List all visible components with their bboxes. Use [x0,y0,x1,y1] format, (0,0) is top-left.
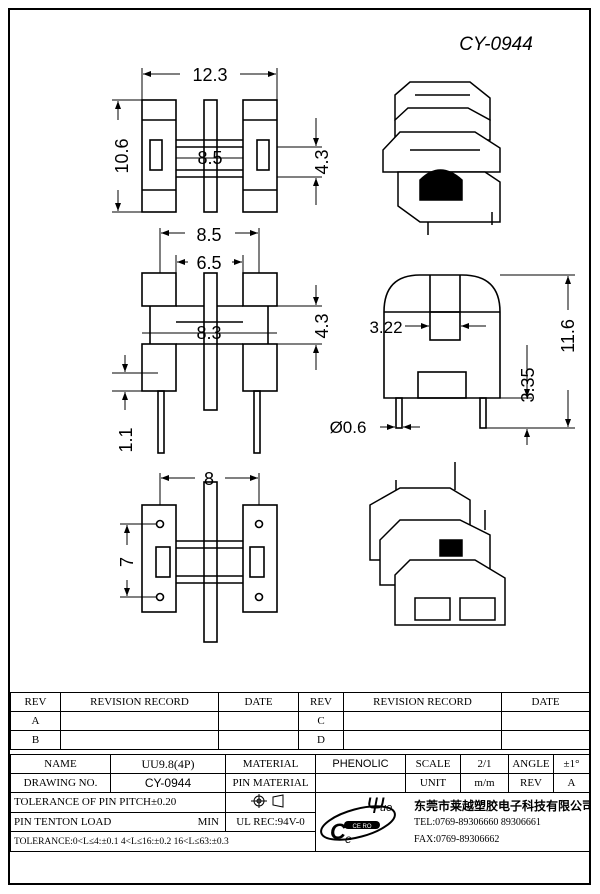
drawing-no-value: CY-0944 [110,773,226,793]
dim-side-height: 11.6 [558,319,578,353]
revision-record-header-2: REVISION RECORD [343,692,502,712]
company-fax: FAX:0769-89306662 [414,834,500,845]
company-block: C e Ψ ue CE RO 东莞市莱越塑胶电子科技有限公司 TEL:0769-… [315,792,590,852]
scale-label: SCALE [405,754,461,774]
date-header: DATE [218,692,299,712]
dim-side-slot: 3.22 [369,318,402,337]
revision-record-cell [60,730,219,750]
projection-icon [250,793,283,808]
rev-label: REV [508,773,554,793]
pin-tension-unit: MIN [197,815,219,828]
rev-value: A [553,773,590,793]
date-cell [501,711,590,731]
unit-value: m/m [460,773,509,793]
rev-header-2: REV [298,692,344,712]
revision-table: REV REVISION RECORD DATE REV REVISION RE… [10,692,590,750]
drawing-no-label: DRAWING NO. [10,773,111,793]
date-cell [501,730,590,750]
unit-label: UNIT [405,773,461,793]
dim-top-height: 10.6 [112,138,132,173]
dim-bottom-height: 7 [117,557,137,567]
pin-material-label: PIN MATERIAL [225,773,316,793]
scale-value: 2/1 [460,754,509,774]
title-block: NAME UU9.8(4P) MATERIAL PHENOLIC SCALE 2… [10,754,590,852]
rev-row-d: D [298,730,344,750]
date-cell [218,730,299,750]
material-value: PHENOLIC [315,754,406,774]
bottom-view [141,481,278,643]
rev-header: REV [10,692,61,712]
dim-mid-outer: 8.5 [196,225,221,245]
logo-c: C [330,819,347,844]
top-view [141,99,278,213]
angle-value: ±1° [553,754,590,774]
tolerance-pin-pitch: TOLERANCE OF PIN PITCH±0.20 [10,792,226,813]
dim-mid-inner: 6.5 [196,253,221,273]
dim-mid-center: 8.3 [196,323,221,343]
dim-side-pin: 3.35 [518,367,538,402]
revision-record-cell [60,711,219,731]
drawing-frame [8,8,591,885]
company-tel: TEL:0769-89306660 89306661 [414,817,541,828]
dim-top-inner: 8.5 [197,148,222,168]
dim-top-width: 12.3 [192,65,227,85]
isometric-view-bottom [369,462,506,626]
pin-tension-row: PIN TENTON LOAD MIN [10,811,226,833]
dim-bottom-width: 8 [204,469,214,489]
revision-record-cell [343,711,502,731]
company-logo-icon: C e Ψ ue CE RO [320,793,396,846]
drawing-title: CY-0944 [459,34,533,55]
projection-symbol [225,792,316,813]
logo-psi: Ψ [366,793,385,818]
logo-badge: CE RO [352,824,371,830]
logo-ue: ue [380,802,392,814]
material-label: MATERIAL [225,754,316,774]
revision-record-header: REVISION RECORD [60,692,219,712]
rev-row-c: C [298,711,344,731]
logo-e: e [345,832,352,846]
ul-rating: UL REC:94V-0 [225,811,316,833]
name-value: UU9.8(4P) [110,754,226,774]
company-name: 东莞市莱越塑胶电子科技有限公司 [414,799,590,813]
dim-mid-left: 1.1 [116,427,136,452]
angle-label: ANGLE [508,754,554,774]
pin-material-value [315,773,406,793]
pin-tension-label: PIN TENTON LOAD [14,815,112,828]
rev-row-a: A [10,711,61,731]
rev-row-b: B [10,730,61,750]
revision-record-cell [343,730,502,750]
date-header-2: DATE [501,692,590,712]
tolerance-note: TOLERANCE:0<L≤4:±0.1 4<L≤16:±0.2 16<L≤63… [10,831,316,852]
date-cell [218,711,299,731]
dim-mid-right: 4.3 [312,313,332,338]
dim-top-right: 4.3 [312,149,332,174]
name-label: NAME [10,754,111,774]
side-view [383,274,501,429]
isometric-view-top [382,81,501,235]
dim-pin-diameter: Ø0.6 [330,418,367,437]
middle-view [141,272,278,454]
